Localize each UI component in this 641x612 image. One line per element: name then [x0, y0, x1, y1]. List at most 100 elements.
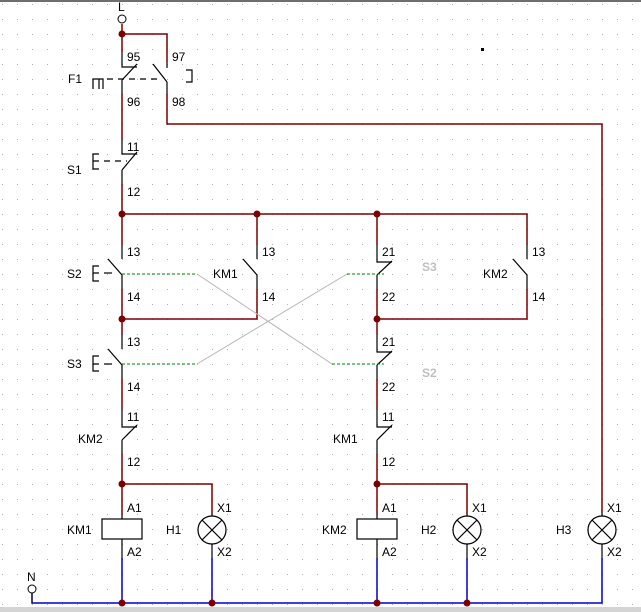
- s1-pin-12: 12: [127, 185, 141, 199]
- junction-dot: [253, 210, 261, 218]
- switch-blades: [107, 63, 528, 441]
- h3-lamp-icon[interactable]: [587, 515, 617, 545]
- selection-marker: [481, 48, 484, 51]
- junctions: [118, 30, 471, 607]
- km2-coil-pin-a1: A1: [382, 501, 397, 515]
- km1-coil-pin-a2: A2: [127, 545, 142, 559]
- s1-blade: [121, 151, 138, 171]
- h2-lamp-icon[interactable]: [452, 515, 482, 545]
- wire-f1-98-to-h3[interactable]: [166, 94, 603, 513]
- wire-h1-feed[interactable]: [122, 483, 213, 514]
- s3-pin-13: 13: [127, 335, 141, 349]
- h1-label: H1: [166, 523, 182, 537]
- lamps: [197, 515, 617, 545]
- s2nc-ghost-label: S2: [422, 366, 437, 380]
- s2-pin-14: 14: [127, 290, 141, 304]
- s2nc-pin-22: 22: [382, 380, 396, 394]
- km1-interlock-label: KM1: [333, 432, 358, 446]
- km2-coil-pin-a2: A2: [382, 545, 397, 559]
- junction-dot: [118, 315, 126, 323]
- junction-dot: [118, 480, 126, 488]
- junction-dot: [118, 30, 126, 38]
- f1-thermal-actuator-icon: [92, 78, 104, 89]
- km2-interlock-label: KM2: [78, 432, 103, 446]
- labels: L N F1 95 96 97 98 S1 11 12 S2 13 14 KM1…: [27, 0, 622, 584]
- window-top-border: [0, 0, 641, 2]
- component-leads: [121, 52, 603, 558]
- km1-hold-blade: [242, 258, 258, 276]
- junction-dot: [118, 599, 126, 607]
- s2-blade: [107, 258, 123, 276]
- terminal-n-label: N: [27, 570, 36, 584]
- actuators: [92, 69, 193, 372]
- km1-interlock-pin-12: 12: [382, 455, 396, 469]
- km1-coil[interactable]: [101, 518, 143, 540]
- km2-hold-pin-14: 14: [532, 290, 546, 304]
- mechanical-links: [122, 273, 384, 365]
- s3-pin-14: 14: [127, 380, 141, 394]
- km2-interlock-pin-11: 11: [127, 410, 140, 424]
- wire-f1-97-feed[interactable]: [122, 33, 168, 62]
- f1-nc-blade: [121, 63, 138, 81]
- s3-pushbutton-icon[interactable]: [92, 355, 99, 372]
- wire-neutral-bus[interactable]: [31, 558, 603, 604]
- km1-hold-label: KM1: [213, 267, 238, 281]
- s1-pin-11: 11: [127, 140, 140, 154]
- s3-blade: [107, 348, 123, 366]
- terminal-n-icon[interactable]: [27, 584, 37, 594]
- terminals: [27, 14, 127, 594]
- wire-km1-hold-return[interactable]: [122, 289, 258, 320]
- window-bottom-border: [0, 607, 641, 612]
- f1-no-blade: [152, 63, 168, 83]
- km2-coil-label: KM2: [322, 523, 347, 537]
- junction-dot: [373, 210, 381, 218]
- junction-dot: [373, 480, 381, 488]
- s2nc-pin-21: 21: [382, 335, 396, 349]
- h3-label: H3: [556, 523, 572, 537]
- h2-label: H2: [421, 523, 437, 537]
- s2-label: S2: [67, 267, 82, 281]
- f1-pin-96: 96: [127, 95, 141, 109]
- s3nc-pin-21: 21: [382, 245, 396, 259]
- h3-pin-x2: X2: [607, 545, 622, 559]
- junction-dot: [373, 315, 381, 323]
- s3-cross-link: [196, 273, 348, 365]
- s2-pushbutton-icon[interactable]: [92, 265, 99, 282]
- junction-dot: [208, 599, 216, 607]
- km1-coil-pin-a1: A1: [127, 501, 142, 515]
- km2-hold-label: KM2: [483, 267, 508, 281]
- s2nc-blade: [376, 350, 393, 366]
- s3nc-ghost-label: S3: [422, 260, 437, 274]
- s3-label: S3: [67, 357, 82, 371]
- h2-pin-x2: X2: [472, 545, 487, 559]
- s1-label: S1: [67, 163, 82, 177]
- f1-label: F1: [68, 72, 82, 86]
- km2-interlock-pin-12: 12: [127, 455, 141, 469]
- f1-pin-95: 95: [127, 50, 141, 64]
- wire-km2-hold-return[interactable]: [377, 289, 528, 320]
- terminal-l-label: L: [118, 0, 125, 14]
- h3-pin-x1: X1: [607, 501, 622, 515]
- f1-pin-98: 98: [172, 95, 186, 109]
- terminal-l-icon[interactable]: [117, 14, 127, 24]
- wire-h2-feed[interactable]: [377, 483, 468, 514]
- km1-hold-pin-13: 13: [262, 245, 276, 259]
- f1-bimetal-icon: [186, 69, 193, 83]
- h1-pin-x2: X2: [217, 545, 232, 559]
- km2-hold-pin-13: 13: [532, 245, 546, 259]
- h1-lamp-icon[interactable]: [197, 515, 227, 545]
- h1-pin-x1: X1: [217, 501, 232, 515]
- km1-nc-blade: [376, 424, 393, 441]
- s1-pushbutton-icon[interactable]: [92, 153, 99, 170]
- junction-dot: [118, 210, 126, 218]
- neutral-wires: [31, 558, 603, 604]
- grid-dots: [2, 4, 633, 605]
- km2-hold-blade: [512, 258, 528, 276]
- km2-nc-blade: [121, 424, 138, 441]
- s3nc-pin-22: 22: [382, 290, 396, 304]
- coils: [101, 518, 398, 540]
- km2-coil[interactable]: [356, 518, 398, 540]
- s2-pin-13: 13: [127, 245, 141, 259]
- junction-dot: [373, 599, 381, 607]
